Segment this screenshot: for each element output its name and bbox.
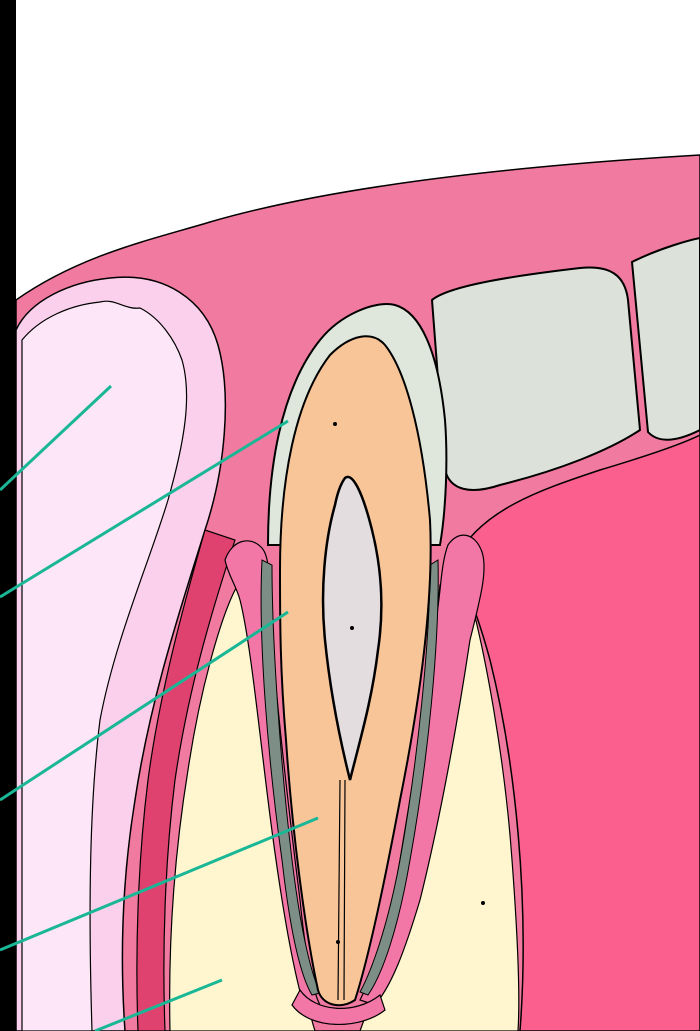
left-black-bar [0,0,16,1031]
dot-2 [350,626,354,630]
dot-3 [481,901,485,905]
dot-1 [333,422,337,426]
dot-4 [336,940,340,944]
